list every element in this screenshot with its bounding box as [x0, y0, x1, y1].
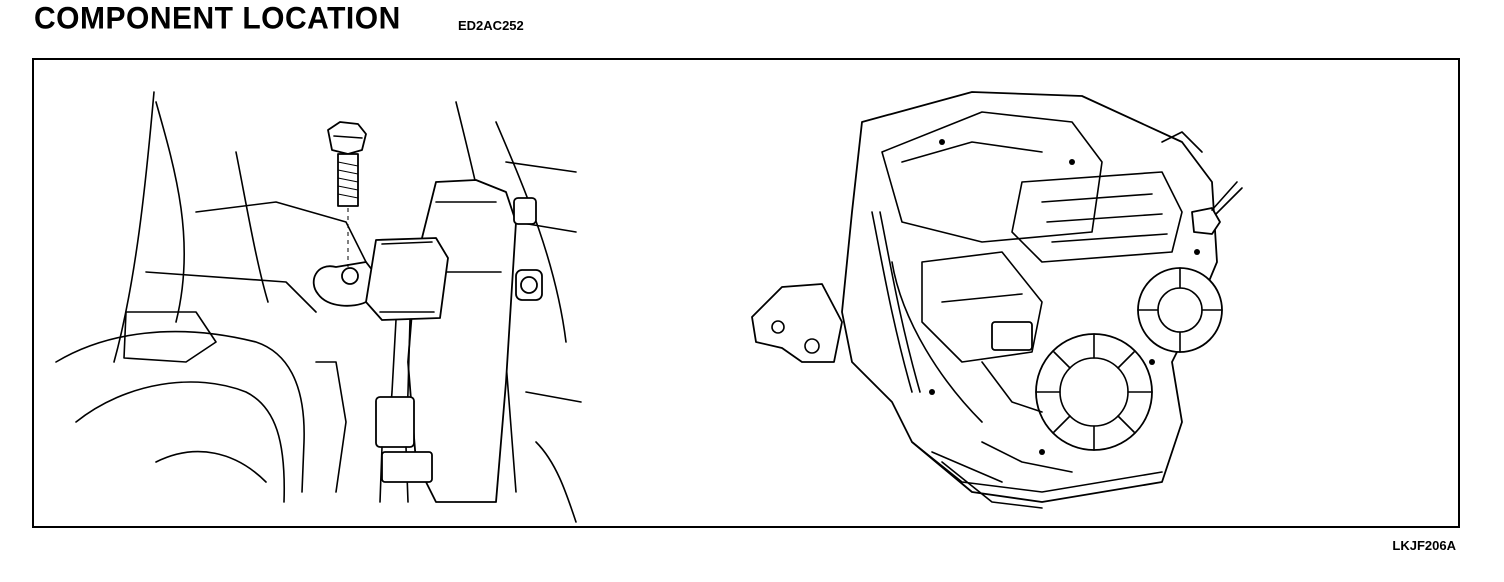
figure-id: LKJF206A [1392, 538, 1456, 553]
transaxle-overview-illustration [751, 91, 1243, 509]
section-code: ED2AC252 [458, 18, 524, 33]
illustration-frame [32, 58, 1460, 528]
bolt-icon [327, 121, 367, 207]
page-title: COMPONENT LOCATION [34, 1, 401, 36]
sensor-detail-illustration [55, 91, 582, 523]
